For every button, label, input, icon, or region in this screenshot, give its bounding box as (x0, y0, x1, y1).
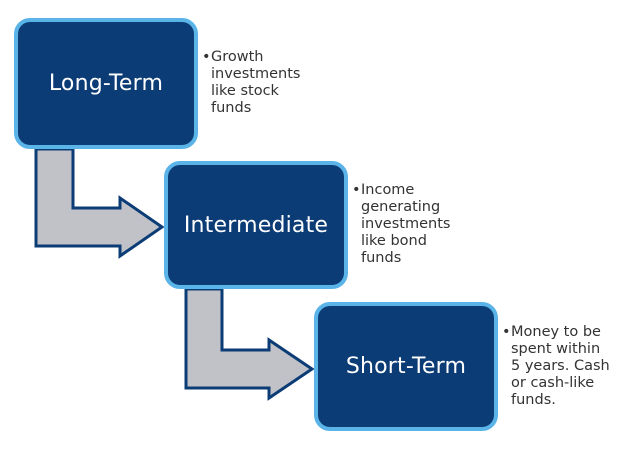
stage-box-short-term: Short-Term (314, 302, 498, 431)
bullet-marker: • (352, 182, 361, 198)
stage-description-short-term: Money to be spent within 5 years. Cash o… (511, 324, 610, 408)
arrow-intermediate-to-short (184, 287, 315, 401)
stage-label-short-term: Short-Term (345, 354, 467, 379)
stage-note-long-term: • Growth investments like stock funds (202, 49, 300, 117)
stage-box-intermediate: Intermediate (164, 161, 348, 289)
stage-description-intermediate: Income generating investments like bond … (361, 182, 451, 266)
stage-label-intermediate: Intermediate (183, 212, 329, 238)
bullet-marker: • (502, 324, 511, 340)
stage-note-short-term: • Money to be spent within 5 years. Cash… (502, 324, 610, 409)
stage-label-long-term: Long-Term (48, 71, 164, 96)
bullet-marker: • (202, 49, 211, 65)
arrow-long-to-intermediate (34, 147, 165, 259)
stage-description-long-term: Growth investments like stock funds (211, 49, 301, 116)
stage-box-long-term: Long-Term (14, 18, 198, 149)
stage-note-intermediate: • Income generating investments like bon… (352, 182, 450, 267)
